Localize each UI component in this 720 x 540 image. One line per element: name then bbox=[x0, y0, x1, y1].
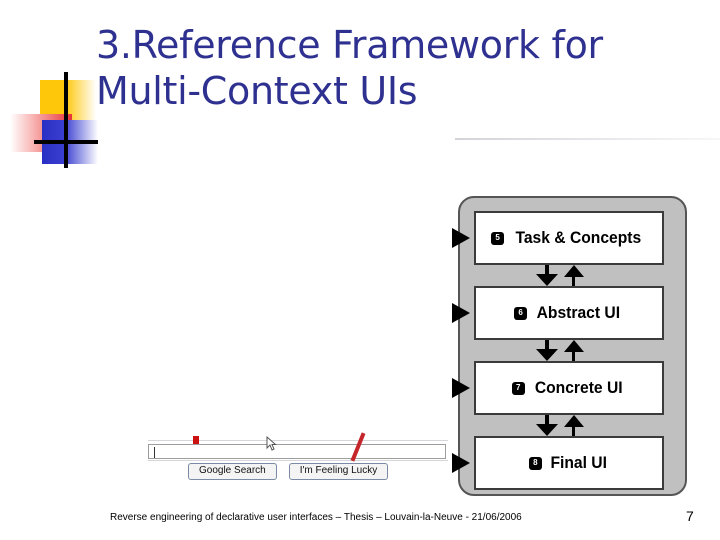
google-search-button[interactable]: Google Search bbox=[188, 463, 277, 480]
arrow-up-icon bbox=[564, 265, 586, 286]
layer-box-task-concepts[interactable]: 5 Task & Concepts bbox=[474, 211, 664, 265]
arrow-up-icon bbox=[564, 340, 586, 361]
page-title-line-1: 3.Reference Framework for bbox=[96, 23, 603, 67]
mouse-pointer-icon bbox=[266, 436, 277, 451]
bullet-icon-task-concepts: 5 bbox=[491, 231, 505, 245]
footer-citation: Reverse engineering of declarative user … bbox=[110, 512, 522, 523]
layer-box-concrete-ui[interactable]: 7 Concrete UI bbox=[474, 361, 664, 415]
mockup-bottom-rule bbox=[148, 460, 448, 461]
layer-label-task-concepts: Task & Concepts bbox=[515, 228, 642, 247]
layer-label-final-ui: Final UI bbox=[550, 453, 607, 472]
layer-box-final-ui[interactable]: 8 Final UI bbox=[474, 436, 664, 490]
page-title: 3.Reference Framework for Multi-Context … bbox=[96, 22, 666, 114]
reference-framework-diagram: 5 Task & Concepts 6 Abstract UI 7 Concre… bbox=[452, 196, 687, 496]
search-input[interactable] bbox=[148, 444, 446, 459]
arrow-pair-concrete-to-final bbox=[536, 415, 598, 436]
mockup-top-rule bbox=[148, 440, 448, 441]
bullet-icon-abstract-ui: 6 bbox=[514, 306, 528, 320]
layer-label-concrete-ui: Concrete UI bbox=[534, 378, 623, 397]
entry-arrow-icon-task-concepts bbox=[452, 228, 470, 248]
arrow-down-icon bbox=[536, 415, 558, 436]
logo-horizontal-bar bbox=[34, 140, 98, 144]
red-square-annotation bbox=[193, 436, 199, 444]
bullet-icon-final-ui: 8 bbox=[528, 456, 542, 470]
decorative-logo bbox=[10, 72, 106, 168]
arrow-pair-abstract-to-concrete bbox=[536, 340, 598, 361]
arrow-pair-task-to-abstract bbox=[536, 265, 598, 286]
layer-label-abstract-ui: Abstract UI bbox=[536, 303, 621, 322]
arrow-down-icon bbox=[536, 265, 558, 286]
layer-box-abstract-ui[interactable]: 6 Abstract UI bbox=[474, 286, 664, 340]
text-caret bbox=[154, 447, 155, 458]
entry-arrow-icon-final-ui bbox=[452, 453, 470, 473]
bullet-icon-concrete-ui: 7 bbox=[511, 381, 525, 395]
google-button-row: Google Search I'm Feeling Lucky bbox=[188, 463, 389, 480]
page-title-line-2: Multi-Context UIs bbox=[96, 69, 418, 113]
feeling-lucky-button[interactable]: I'm Feeling Lucky bbox=[288, 463, 389, 480]
arrow-down-icon bbox=[536, 340, 558, 361]
entry-arrow-icon-concrete-ui bbox=[452, 378, 470, 398]
entry-arrow-icon-abstract-ui bbox=[452, 303, 470, 323]
logo-vertical-bar bbox=[64, 72, 68, 168]
page-number: 7 bbox=[686, 508, 694, 524]
arrow-up-icon bbox=[564, 415, 586, 436]
title-divider bbox=[455, 138, 720, 140]
google-ui-mockup: Google Search I'm Feeling Lucky bbox=[148, 432, 448, 482]
